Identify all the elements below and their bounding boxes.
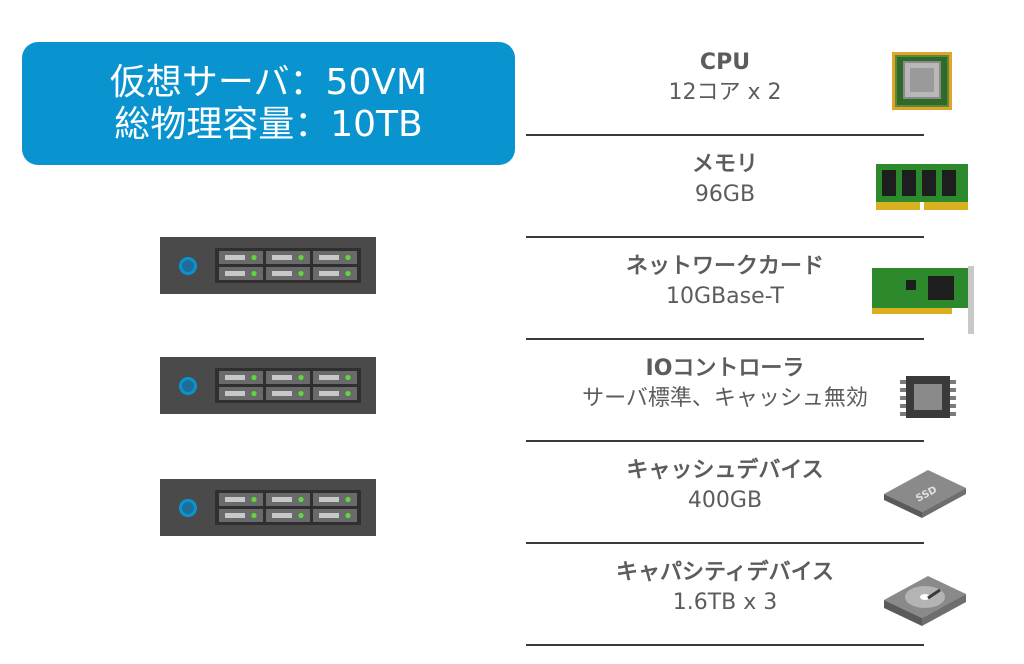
server-rack-icon xyxy=(160,357,376,414)
spec-row-memory: メモリ 96GB xyxy=(526,136,924,238)
hdd-icon xyxy=(884,572,966,630)
status-led xyxy=(298,270,304,277)
status-led xyxy=(251,390,257,397)
summary-capacity: 総物理容量：10TB xyxy=(114,103,423,145)
spec-title: キャパシティデバイス xyxy=(615,560,835,585)
spec-row-network-card: ネットワークカード 10GBase-T xyxy=(526,238,924,340)
spec-title: IOコントローラ xyxy=(645,356,805,381)
spec-row-cache-device: キャッシュデバイス 400GB xyxy=(526,442,924,544)
status-led xyxy=(345,390,351,397)
status-led xyxy=(251,270,257,277)
status-led xyxy=(251,512,257,519)
spec-row-io-controller: IOコントローラ サーバ標準、キャッシュ無効 xyxy=(526,340,924,442)
network-card-icon xyxy=(872,266,976,340)
spec-value: サーバ標準、キャッシュ無効 xyxy=(582,386,868,411)
spec-value: 96GB xyxy=(694,182,756,207)
status-led xyxy=(345,374,351,381)
status-led xyxy=(345,512,351,519)
controller-chip-icon xyxy=(900,374,956,424)
server-rack-icon xyxy=(160,237,376,294)
status-led xyxy=(251,374,257,381)
summary-box: 仮想サーバ：50VM 総物理容量：10TB xyxy=(22,42,515,165)
status-led xyxy=(298,254,304,261)
spec-row-capacity-device: キャパシティデバイス 1.6TB x 3 xyxy=(526,544,924,646)
spec-row-cpu: CPU 12コア x 2 xyxy=(526,34,924,136)
cpu-chip-icon xyxy=(892,52,952,114)
spec-title: キャッシュデバイス xyxy=(626,458,824,483)
status-led xyxy=(298,390,304,397)
ssd-icon: SSD xyxy=(884,466,966,522)
status-led xyxy=(298,512,304,519)
server-unit xyxy=(160,357,376,414)
spec-title: CPU xyxy=(699,50,751,75)
status-led xyxy=(345,270,351,277)
spec-title: ネットワークカード xyxy=(625,254,824,279)
spec-title: メモリ xyxy=(691,152,758,177)
spec-value: 12コア x 2 xyxy=(668,80,782,105)
status-led xyxy=(298,496,304,503)
memory-module-icon xyxy=(876,164,968,216)
status-led xyxy=(298,374,304,381)
status-led xyxy=(345,496,351,503)
status-led xyxy=(251,496,257,503)
server-unit xyxy=(160,237,376,294)
server-rack-icon xyxy=(160,479,376,536)
summary-vm-count: 仮想サーバ：50VM xyxy=(109,61,428,103)
server-unit xyxy=(160,479,376,536)
status-led xyxy=(345,254,351,261)
status-led xyxy=(251,254,257,261)
spec-value: 10GBase-T xyxy=(666,284,784,309)
spec-value: 400GB xyxy=(687,488,763,513)
spec-value: 1.6TB x 3 xyxy=(672,590,778,615)
